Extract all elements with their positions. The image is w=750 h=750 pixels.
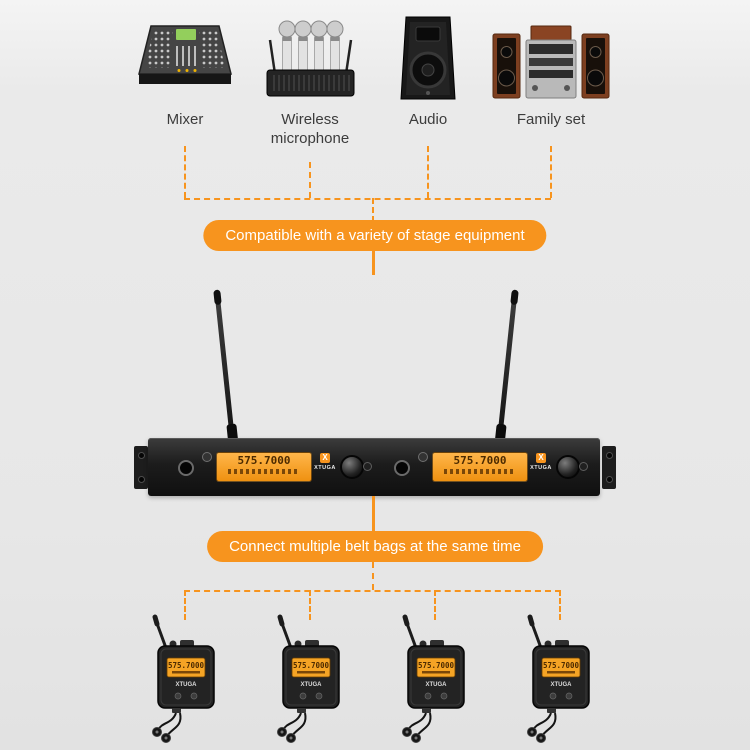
brand-x-mark: X [536, 453, 546, 463]
dashed-line-bodypack-3 [434, 590, 436, 620]
bodypack-frequency: 575.7000 [168, 661, 205, 670]
connection-banner: Connect multiple belt bags at the same t… [207, 531, 543, 562]
bodypack-brand: XTUGA [176, 682, 198, 688]
signal-segment-bar [228, 469, 300, 474]
channel-button [202, 452, 212, 462]
equipment-item-family-set: Family set [486, 10, 616, 130]
dashed-line-audio [427, 146, 429, 198]
rack-ear-left [134, 446, 148, 489]
receiver-antenna-right [497, 292, 518, 441]
wireless-microphone-icon [266, 20, 354, 97]
dashed-line-family-set [550, 146, 552, 198]
volume-knob [340, 455, 364, 479]
channel-button [418, 452, 428, 462]
bodypack-frequency: 575.7000 [418, 661, 455, 670]
frequency-display: 575.7000 [432, 452, 528, 482]
bodypack-receiver-1: 575.7000 XTUGA [130, 612, 240, 744]
dashed-line-horizontal-top [184, 198, 551, 200]
rack-ear-right [602, 446, 616, 489]
bodypack-receiver-4: 575.7000 XTUGA [505, 612, 615, 744]
bodypack-receiver-2: 575.7000 XTUGA [255, 612, 365, 744]
equipment-item-audio: Audio [363, 10, 493, 130]
equipment-item-mixer: Mixer [120, 10, 250, 130]
frequency-display: 575.7000 [216, 452, 312, 482]
wireless-microphone-image [245, 10, 375, 102]
audio-speaker-image [363, 10, 493, 102]
bodypack-icon: 575.7000 XTUGA [527, 614, 590, 743]
receiver-antenna-left [214, 292, 235, 441]
bodypack-brand: XTUGA [426, 682, 448, 688]
bodypack-icon: 575.7000 XTUGA [152, 614, 215, 743]
power-led [579, 462, 588, 471]
equipment-label-family-set: Family set [516, 111, 586, 128]
dashed-line-center-top [372, 198, 374, 222]
dashed-line-center-bottom [372, 562, 374, 590]
power-led [363, 462, 372, 471]
dashed-line-bodypack-4 [559, 590, 561, 620]
bodypack-receiver-3: 575.7000 XTUGA [380, 612, 490, 744]
dashed-line-horizontal-bottom [184, 590, 561, 592]
speaker-icon [400, 16, 456, 100]
xtuga-logo: X XTUGA [528, 453, 554, 471]
mixer-image [120, 10, 250, 102]
receiver-channel-b: 575.7000 X XTUGA [376, 447, 588, 487]
connector-line-banner-to-receiver [372, 249, 375, 275]
dashed-line-wireless-microphone [309, 162, 311, 198]
bodypack-brand: XTUGA [301, 682, 323, 688]
dashed-line-bodypack-1 [184, 590, 186, 620]
dashed-line-mixer [184, 146, 186, 198]
brand-text: XTUGA [530, 465, 552, 471]
bodypack-icon: 575.7000 XTUGA [402, 614, 465, 743]
dashed-line-bodypack-2 [309, 590, 311, 620]
signal-segment-bar [444, 469, 516, 474]
equipment-label-wireless-microphone: Wireless microphone [270, 111, 350, 147]
volume-knob [556, 455, 580, 479]
frequency-value: 575.7000 [453, 454, 507, 467]
receiver-channel-a: 575.7000 X XTUGA [160, 447, 372, 487]
xtuga-logo: X XTUGA [312, 453, 338, 471]
brand-x-mark: X [320, 453, 330, 463]
connector-line-receiver-to-banner [372, 496, 375, 533]
family-set-icon [492, 25, 610, 99]
bodypack-brand: XTUGA [551, 682, 573, 688]
mixer-icon [138, 25, 232, 84]
equipment-label-audio: Audio [408, 111, 448, 128]
headphone-jack [394, 460, 410, 476]
compatibility-banner: Compatible with a variety of stage equip… [203, 220, 547, 251]
frequency-value: 575.7000 [237, 454, 291, 467]
brand-text: XTUGA [314, 465, 336, 471]
headphone-jack [178, 460, 194, 476]
rack-receiver-unit: 575.7000 X XTUGA 575.7000 X XTUGA [148, 438, 600, 496]
family-set-image [486, 10, 616, 102]
bodypack-frequency: 575.7000 [293, 661, 330, 670]
equipment-item-wireless-microphone: Wireless microphone [245, 10, 375, 149]
bodypack-frequency: 575.7000 [543, 661, 580, 670]
equipment-label-mixer: Mixer [166, 111, 204, 128]
bodypack-icon: 575.7000 XTUGA [277, 614, 340, 743]
